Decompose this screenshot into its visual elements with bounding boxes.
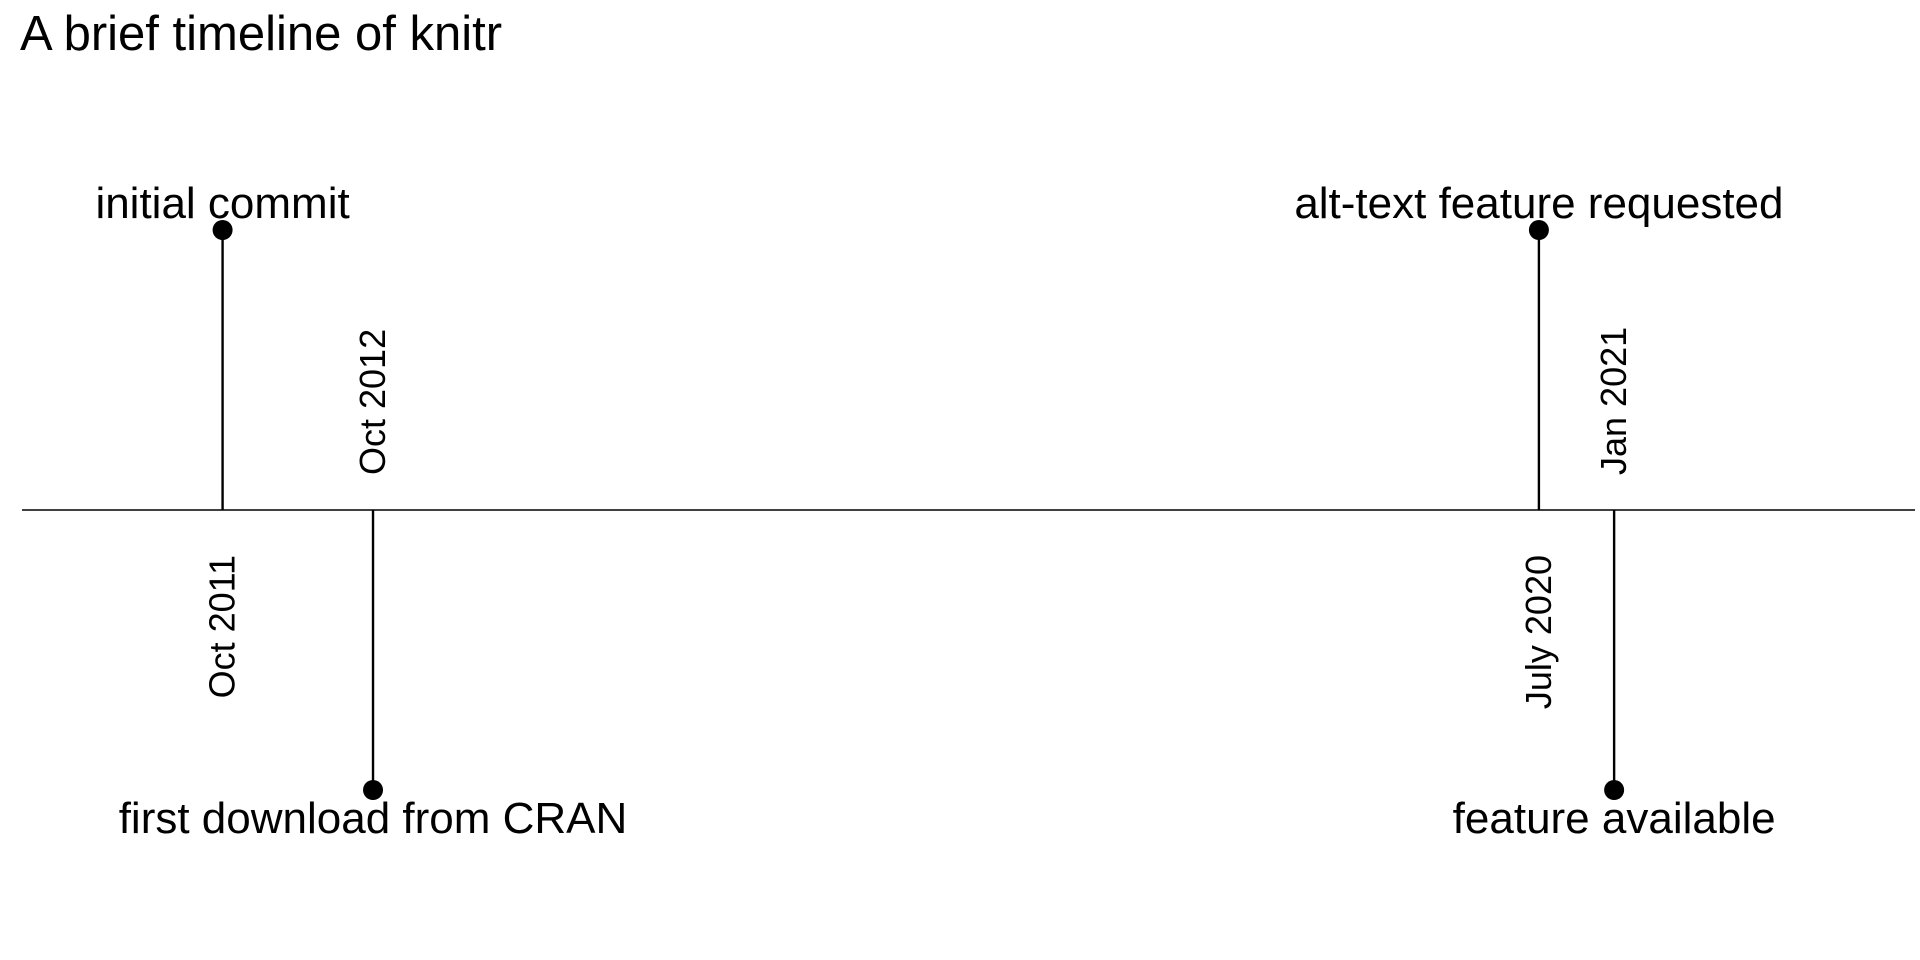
event-marker [363,780,384,800]
event-marker [1604,780,1625,800]
event-label: first download from CRAN [119,794,628,843]
date-label: July 2020 [1518,555,1559,709]
chart-title: A brief timeline of knitr [20,7,502,61]
date-label: Oct 2012 [352,329,393,475]
event-label: initial commit [95,179,349,228]
event-marker [1528,220,1549,240]
event-label: feature available [1453,794,1776,843]
event-label: alt-text feature requested [1294,179,1783,228]
event-marker [212,220,233,240]
date-label: Jan 2021 [1593,327,1634,475]
date-label: Oct 2011 [202,555,243,698]
